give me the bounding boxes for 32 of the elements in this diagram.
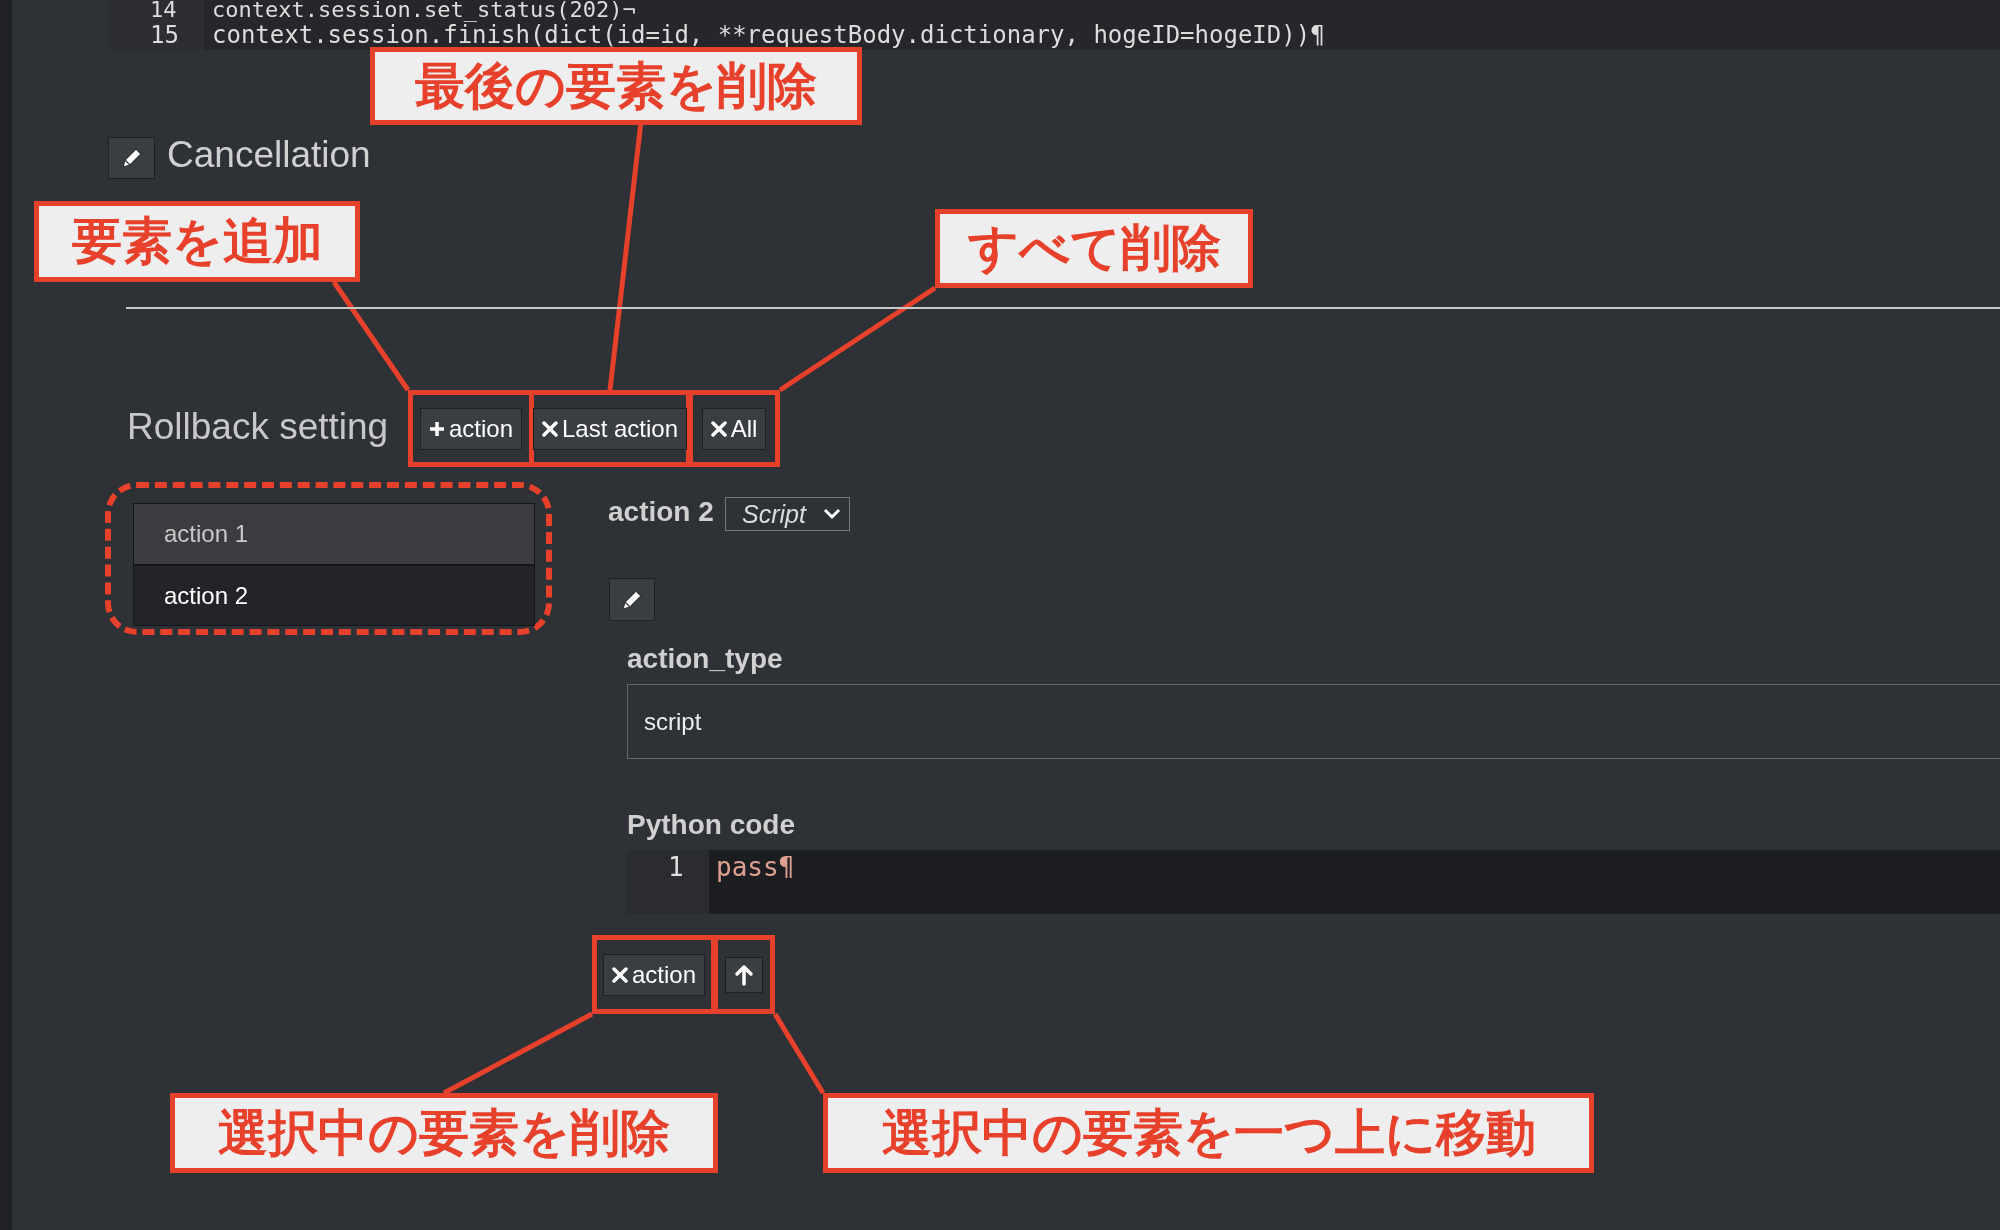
add-action-button: action [419,407,522,450]
section-heading: Cancellation [167,134,371,176]
line-number: 1 [668,852,684,882]
code-line: context.session.set_status(202)¬ [212,0,636,21]
section-heading: Rollback setting [127,406,389,448]
line-number: 14 [150,0,177,21]
detail-heading: action 2 [608,496,714,528]
highlight-frame [713,935,775,1014]
callout-label: 選択中の要素を削除 [170,1093,718,1173]
dashed-outline [105,482,552,635]
line-number: 15 [150,22,179,48]
code-line: context.session.finish(dict(id=id, **requestBody.dictionary, hogeID=hogeID))¶ [212,22,1325,48]
highlight-frame [688,390,780,467]
list-item: action 2 [133,565,535,626]
delete-action-button: action [602,953,705,996]
leader-line [772,1012,826,1095]
callout-label: 選択中の要素を一つ上に移動 [823,1093,1594,1173]
input-field: script [627,684,2000,759]
leader-line [607,124,644,391]
leader-line [331,280,411,392]
field-label: action_type [627,643,783,675]
list-item: action 1 [133,503,535,565]
field-label: Python code [627,809,795,841]
code-line: pass¶ [716,852,795,882]
callout-label: 要素を追加 [34,201,360,282]
leader-line [778,285,937,393]
delete-all-button: All [701,407,767,450]
delete-last-button: Last action [532,407,688,450]
highlight-frame [592,935,716,1014]
type-dropdown: Script [725,497,850,531]
callout-label: 最後の要素を削除 [370,47,862,125]
callout-label: すべて削除 [935,209,1253,288]
